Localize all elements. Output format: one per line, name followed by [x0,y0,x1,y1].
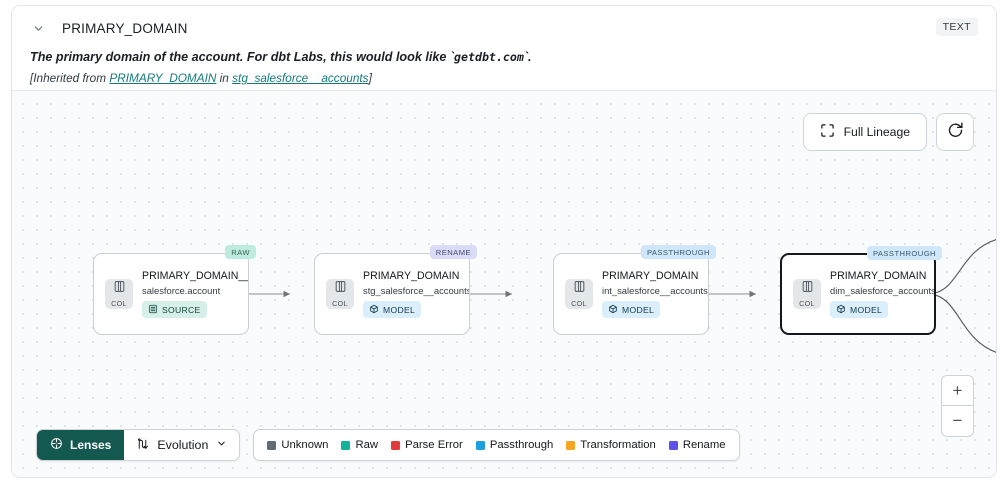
cube-icon [369,304,379,316]
full-lineage-label: Full Lineage [843,125,910,139]
description-prefix: The primary domain of the account. For d… [30,50,455,64]
legend-item[interactable]: Unknown [267,439,328,451]
lineage-node[interactable]: COL PRIMARY_DOMAIN dim_salesforce_accounts… [780,246,942,335]
node-kind-badge: SOURCE [142,301,207,318]
lineage-legend: Unknown Raw Parse Error Passthrough Transfor… [253,429,740,461]
column-chip: COL [105,279,133,309]
legend-label: Parse Error [405,439,463,451]
node-kind-badge: MODEL [363,301,422,318]
lenses-label: Lenses [70,438,112,452]
column-lineage-panel: PRIMARY_DOMAIN TEXT The primary domain o… [11,5,997,478]
column-icon [573,280,586,298]
legend-item[interactable]: Parse Error [391,439,463,451]
evolution-label: Evolution [157,438,209,452]
node-kind-label: SOURCE [162,304,201,315]
type-badge: TEXT [935,18,978,36]
node-kind-label: MODEL [622,304,655,315]
legend-swatch [341,440,351,450]
node-name: PRIMARY_DOMAIN [363,269,460,282]
chevron-down-icon [216,438,227,452]
node-lens-tag: PASSTHROUGH [640,245,716,259]
legend-label: Rename [682,439,726,451]
inherited-prefix: [Inherited from [30,71,110,85]
legend-swatch [668,440,678,450]
canvas-bottom-bar: Lenses Evolution Unknown Raw Parse Error Pa… [36,429,740,461]
page-title: PRIMARY_DOMAIN [62,20,188,36]
node-lens-tag: RENAME [429,245,477,259]
legend-item[interactable]: Passthrough [475,439,554,451]
evolution-dropdown[interactable]: Evolution [124,430,239,460]
legend-item[interactable]: Transformation [566,439,656,451]
refresh-icon [947,121,964,143]
node-lens-tag: RAW [225,245,256,259]
description-suffix: `. [523,50,532,64]
legend-label: Transformation [580,439,656,451]
node-name: PRIMARY_DOMAIN [602,269,699,282]
description-code: getdbt.com [454,50,524,64]
legend-item[interactable]: Rename [668,439,726,451]
column-chip-label: COL [332,299,348,308]
inherited-from-note: [Inherited from PRIMARY_DOMAIN in stg_sa… [30,71,978,85]
legend-swatch [391,440,401,450]
evolution-icon [136,437,149,454]
cube-icon [836,304,846,316]
legend-label: Passthrough [489,439,554,451]
column-icon [113,280,126,298]
node-kind-label: MODEL [850,304,883,315]
column-chip-label: COL [799,299,815,308]
node-source: salesforce.account [142,284,221,296]
aperture-icon [50,437,63,453]
node-kind-badge: MODEL [830,301,889,318]
title-row: PRIMARY_DOMAIN [30,18,978,38]
inherited-mid: in [216,71,233,85]
node-source: stg_salesforce__accounts [363,284,469,296]
column-chip: COL [326,279,354,309]
inherited-column-link[interactable]: PRIMARY_DOMAIN [109,71,217,85]
node-name: PRIMARY_DOMAIN [830,269,927,282]
column-icon [801,280,814,298]
lineage-node[interactable]: COL PRIMARY_DOMAIN int_salesforce__account… [553,245,716,335]
inherited-suffix: ] [368,71,372,85]
legend-swatch [566,440,576,450]
expand-icon [820,123,835,141]
node-name: PRIMARY_DOMAIN__C [142,269,248,282]
column-description: The primary domain of the account. For d… [30,50,978,64]
node-body: PRIMARY_DOMAIN int_salesforce__accounts_j… [602,270,708,319]
canvas-top-controls: Full Lineage [802,113,974,151]
chevron-down-icon[interactable] [30,20,46,36]
lineage-node[interactable]: COL PRIMARY_DOMAIN stg_salesforce__account… [314,245,477,335]
cube-icon [608,304,618,316]
node-source: dim_salesforce_accounts [830,284,934,296]
legend-label: Unknown [281,439,329,451]
node-kind-badge: MODEL [602,301,661,318]
legend-label: Raw [355,439,379,451]
zoom-out-button[interactable]: − [952,411,963,430]
inherited-model-link[interactable]: stg_salesforce__accounts [232,71,369,85]
full-lineage-button[interactable]: Full Lineage [802,113,927,151]
column-chip-label: COL [111,299,127,308]
legend-swatch [267,440,277,450]
column-chip-label: COL [571,299,587,308]
node-source: int_salesforce__accounts_joined [602,284,708,296]
column-chip: COL [793,279,821,309]
node-lens-tag: PASSTHROUGH [866,246,942,260]
lenses-button[interactable]: Lenses [37,430,125,460]
zoom-in-button[interactable]: + [942,376,973,406]
lenses-evolution-group: Lenses Evolution [36,429,241,461]
legend-swatch [475,440,485,450]
zoom-controls: + − [941,375,974,437]
node-kind-label: MODEL [383,304,416,315]
legend-item[interactable]: Raw [341,439,378,451]
database-icon [148,304,158,316]
column-icon [334,280,347,298]
refresh-button[interactable] [936,113,974,151]
panel-header: PRIMARY_DOMAIN TEXT The primary domain o… [12,6,996,91]
column-chip: COL [565,279,593,309]
